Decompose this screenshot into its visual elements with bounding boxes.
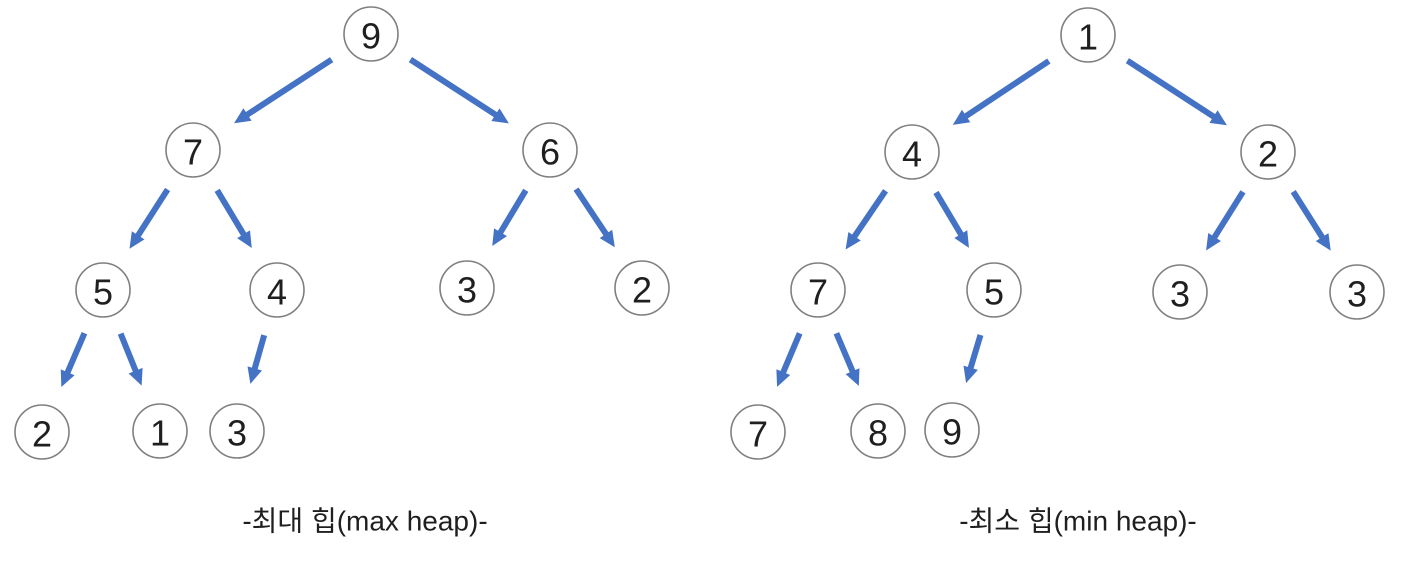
min-heap-node-label: 3 xyxy=(1347,273,1367,314)
parent-child-arrow-shaft xyxy=(967,334,984,371)
parent-child-arrow-shaft xyxy=(850,189,889,240)
max-heap-node-circle xyxy=(165,122,221,178)
parent-child-arrow-shaft xyxy=(833,332,857,375)
parent-child-arrow-shaft xyxy=(1125,58,1217,121)
max-heap-node-circle xyxy=(343,6,399,62)
parent-child-arrow-head xyxy=(128,367,143,386)
parent-child-arrow-head xyxy=(954,230,969,248)
parent-child-arrow-shaft xyxy=(962,58,1051,120)
min-heap-tree: 1 4 2 7 5 3 3 7 8 9 -최소 힙(min heap)- xyxy=(730,7,1385,537)
max-heap-node-label: 2 xyxy=(32,413,52,454)
parent-child-arrow-shaft xyxy=(134,187,171,239)
min-heap-caption: -최소 힙(min heap)- xyxy=(959,506,1197,537)
parent-child-arrow-shaft xyxy=(244,57,334,119)
max-heap-node-label: 2 xyxy=(632,269,652,310)
parent-child-arrow-head xyxy=(952,109,971,125)
min-heap-node-label: 3 xyxy=(1170,273,1190,314)
min-heap-node-circle xyxy=(790,262,846,318)
parent-child-arrow-head xyxy=(234,108,252,124)
max-heap-node-label: 4 xyxy=(267,271,287,312)
parent-child-arrow-shaft xyxy=(117,332,140,374)
min-heap-node-label: 7 xyxy=(748,413,768,454)
min-heap-node-circle xyxy=(1329,264,1385,320)
parent-child-arrow-shaft xyxy=(933,190,965,238)
parent-child-arrow-head xyxy=(247,366,262,384)
parent-child-arrow-shaft xyxy=(408,57,499,119)
parent-child-arrow-head xyxy=(1209,110,1227,126)
max-heap-node-label: 3 xyxy=(227,412,247,453)
min-heap-node-label: 1 xyxy=(1078,16,1098,57)
parent-child-arrow-head xyxy=(845,368,860,386)
min-heap-node-circle xyxy=(730,404,786,460)
max-heap-node-circle xyxy=(75,262,131,318)
min-heap-node-label: 5 xyxy=(984,271,1004,312)
parent-child-arrow-head xyxy=(60,369,75,387)
max-heap-node-circle xyxy=(132,403,188,459)
min-heap-node-circle xyxy=(1152,264,1208,320)
parent-child-arrow-head xyxy=(1206,232,1221,251)
parent-child-arrow-head xyxy=(237,230,252,248)
parent-child-arrow-shaft xyxy=(779,332,803,376)
parent-child-arrow-shaft xyxy=(214,188,248,238)
max-heap-node-circle xyxy=(439,260,495,316)
max-heap-node-circle xyxy=(614,260,670,316)
min-heap-node-circle xyxy=(924,402,980,458)
parent-child-arrow-head xyxy=(845,232,861,250)
min-heap-node-label: 9 xyxy=(942,411,962,452)
max-heap-node-label: 7 xyxy=(183,131,203,172)
min-heap-node-circle xyxy=(1060,7,1116,63)
min-heap-node-label: 4 xyxy=(902,133,922,174)
min-heap-node-circle xyxy=(884,124,940,180)
max-heap-node-label: 3 xyxy=(457,269,477,310)
min-heap-node-circle xyxy=(966,262,1022,318)
max-heap-node-label: 9 xyxy=(361,15,381,56)
max-heap-tree: 9 7 6 5 4 3 2 2 1 3 -최대 힙(max heap)- xyxy=(14,6,670,537)
max-heap-node-circle xyxy=(14,404,70,460)
parent-child-arrow-shaft xyxy=(496,188,529,236)
max-heap-node-label: 1 xyxy=(150,412,170,453)
parent-child-arrow-shaft xyxy=(251,334,268,372)
max-heap-caption: -최대 힙(max heap)- xyxy=(242,506,487,537)
max-heap-node-label: 5 xyxy=(93,271,113,312)
parent-child-arrow-shaft xyxy=(573,187,610,238)
max-heap-node-label: 6 xyxy=(540,131,560,172)
parent-child-arrow-head xyxy=(492,228,507,247)
parent-child-arrow-shaft xyxy=(1290,190,1326,241)
max-heap-node-circle xyxy=(249,262,305,318)
min-heap-node-circle xyxy=(1240,124,1296,180)
parent-child-arrow-head xyxy=(129,231,145,249)
parent-child-arrow-head xyxy=(1315,233,1331,251)
min-heap-node-circle xyxy=(850,403,906,459)
parent-child-arrow-head xyxy=(599,229,615,248)
parent-child-arrow-head xyxy=(963,365,978,384)
parent-child-arrow-shaft xyxy=(64,331,88,376)
max-heap-node-circle xyxy=(522,122,578,178)
max-heap-node-circle xyxy=(209,403,265,459)
parent-child-arrow-head xyxy=(491,108,509,124)
parent-child-arrow-shaft xyxy=(1210,190,1246,241)
min-heap-node-label: 8 xyxy=(868,412,888,453)
parent-child-arrow-head xyxy=(776,369,791,387)
min-heap-node-label: 7 xyxy=(808,271,828,312)
min-heap-node-label: 2 xyxy=(1258,133,1278,174)
